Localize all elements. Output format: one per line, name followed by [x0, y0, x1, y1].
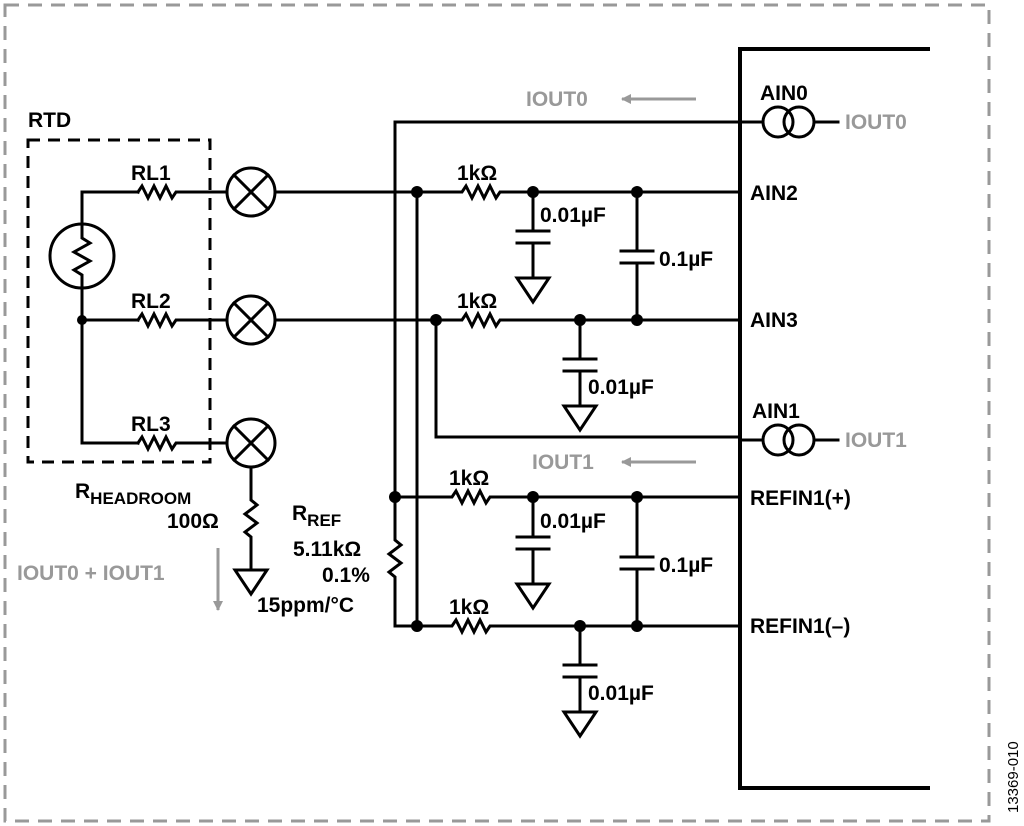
figure-id: 13369-010: [1005, 741, 1022, 813]
iout1-source-label: IOUT1: [845, 429, 907, 452]
terminal-icon-3: [225, 417, 277, 469]
iout0-flow-label: IOUT0: [526, 88, 588, 111]
lead-resistor-rl1: RL1: [131, 162, 228, 202]
bus-iout0: [393, 120, 742, 499]
adc-chip-outline: [738, 47, 930, 790]
pin-ain2: AIN2: [750, 182, 798, 205]
cap-common-ain3: 0.01µF: [561, 314, 654, 433]
current-source-iout0-icon: [738, 105, 840, 139]
iout1-flow-label: IOUT1: [532, 451, 594, 474]
rtd-wire-bottom: [80, 318, 140, 445]
pin-ain1: AIN1: [752, 400, 800, 423]
svg-text:0.01µF: 0.01µF: [540, 204, 606, 227]
filter-resistor-refpos: 1kΩ: [393, 467, 742, 507]
svg-text:1kΩ: 1kΩ: [449, 596, 489, 619]
svg-text:0.01µF: 0.01µF: [588, 682, 654, 705]
pin-ain3: AIN3: [750, 309, 798, 332]
cap-common-refpos: 0.01µF: [514, 491, 606, 611]
cap-common-refneg: 0.01µF: [561, 620, 654, 739]
ref-tempco: 15ppm/°C: [257, 594, 354, 617]
svg-text:1kΩ: 1kΩ: [457, 162, 497, 185]
filter-resistor-refneg: 1kΩ: [415, 596, 742, 636]
outer-border: [3, 3, 991, 823]
ref-label: RREF: [292, 502, 341, 530]
lead-resistor-rl3: RL3: [131, 413, 228, 453]
current-sum-label: IOUT0 + IOUT1: [17, 562, 165, 585]
headroom-resistor: [242, 465, 260, 570]
headroom-value: 100Ω: [167, 510, 219, 533]
svg-text:0.01µF: 0.01µF: [588, 376, 654, 399]
ground-icon: [514, 582, 552, 611]
pin-refin-pos: REFIN1(+): [750, 487, 851, 510]
current-source-iout1-icon: [738, 423, 840, 457]
svg-text:0.1µF: 0.1µF: [659, 554, 713, 577]
ground-icon: [561, 404, 599, 433]
svg-text:RL1: RL1: [131, 162, 171, 185]
pin-ain0: AIN0: [760, 82, 808, 105]
svg-text:RL3: RL3: [131, 413, 171, 436]
ref-value: 5.11kΩ: [293, 538, 361, 561]
svg-text:1kΩ: 1kΩ: [457, 290, 497, 313]
filter-resistor-ain2: 1kΩ: [415, 162, 742, 202]
ground-icon-headroom: [232, 568, 270, 597]
ground-icon: [514, 276, 552, 305]
pin-refin-neg: REFIN1(–): [750, 615, 850, 638]
cap-diff-ain2-ain3: 0.1µF: [619, 186, 713, 326]
svg-text:RL2: RL2: [131, 290, 171, 313]
terminal-icon-2: [225, 294, 277, 346]
svg-text:1kΩ: 1kΩ: [449, 467, 489, 490]
headroom-label: RHEADROOM: [75, 480, 191, 508]
rtd-sensor-icon: [48, 190, 116, 322]
bus-ain3-to-ain1: [434, 318, 742, 439]
ref-resistor: [386, 495, 419, 628]
rtd-label: RTD: [28, 109, 71, 132]
terminal-icon-1: [225, 166, 277, 218]
filter-resistor-ain3: 1kΩ: [434, 290, 742, 330]
svg-text:0.01µF: 0.01µF: [540, 510, 606, 533]
junction-dot: [77, 315, 87, 325]
cap-diff-ref: 0.1µF: [619, 491, 713, 632]
cap-common-ain2: 0.01µF: [514, 186, 606, 305]
ground-icon: [561, 710, 599, 739]
lead-resistor-rl2: RL2: [131, 290, 228, 330]
rtd-dashed-box: [26, 138, 212, 464]
iout0-source-label: IOUT0: [845, 111, 907, 134]
ref-tolerance: 0.1%: [322, 564, 370, 587]
svg-text:0.1µF: 0.1µF: [659, 248, 713, 271]
